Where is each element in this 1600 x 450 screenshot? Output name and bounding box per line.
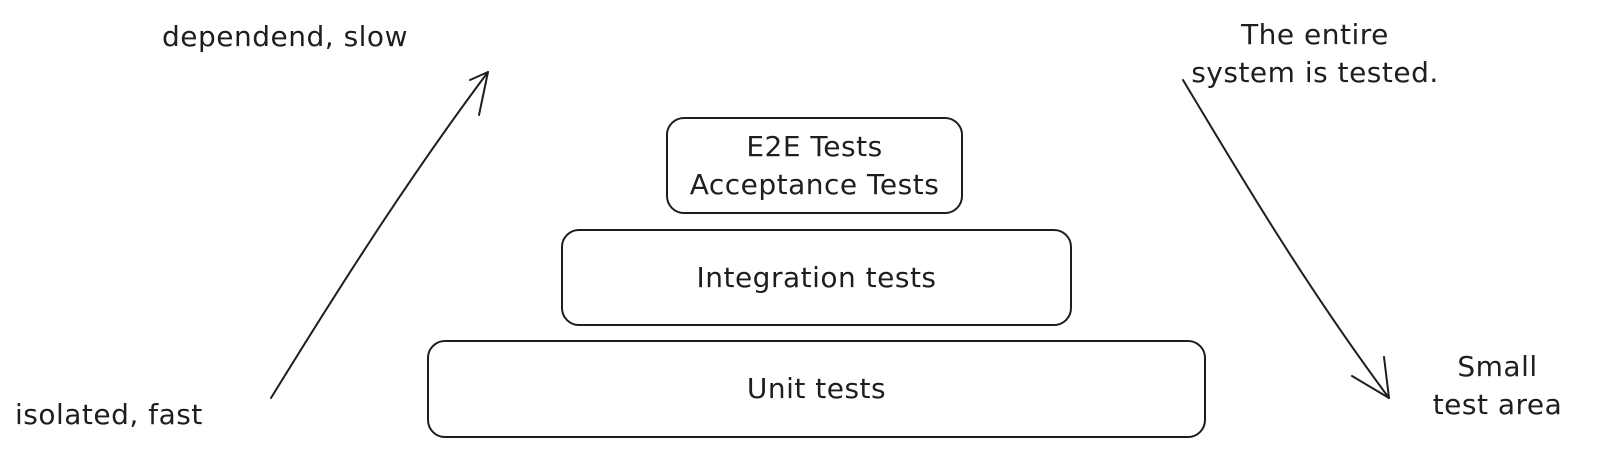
right-arrow bbox=[1182, 79, 1390, 399]
pyramid-top-line-1: E2E Tests bbox=[746, 129, 883, 163]
left-arrow-head-2 bbox=[478, 71, 489, 116]
bottom-right-label-line-2: test area bbox=[1432, 388, 1563, 421]
right-arrow-shaft bbox=[1182, 79, 1390, 399]
right-arrow-head-1 bbox=[1351, 375, 1390, 399]
pyramid-bottom-box: Unit tests bbox=[427, 340, 1206, 438]
pyramid-middle-label: Integration tests bbox=[696, 260, 937, 294]
left-arrow-head-1 bbox=[469, 71, 489, 81]
top-right-label-line-1: The entire bbox=[1241, 18, 1389, 51]
right-arrow-head-2 bbox=[1383, 356, 1390, 399]
top-right-label: The entire system is tested. bbox=[1160, 16, 1470, 92]
pyramid-bottom-label: Unit tests bbox=[746, 372, 887, 405]
pyramid-top-line-2: Acceptance Tests bbox=[689, 167, 940, 201]
pyramid-middle-box: Integration tests bbox=[561, 229, 1072, 326]
top-left-label: dependend, slow bbox=[162, 20, 408, 53]
left-arrow-shaft bbox=[270, 71, 489, 399]
pyramid-top-box: E2E Tests Acceptance Tests bbox=[666, 117, 963, 214]
left-arrow bbox=[270, 71, 489, 399]
bottom-right-label: Small test area bbox=[1415, 348, 1580, 424]
bottom-right-label-line-1: Small bbox=[1457, 350, 1538, 383]
bottom-left-label: isolated, fast bbox=[15, 398, 203, 431]
top-right-label-line-2: system is tested. bbox=[1191, 56, 1439, 89]
